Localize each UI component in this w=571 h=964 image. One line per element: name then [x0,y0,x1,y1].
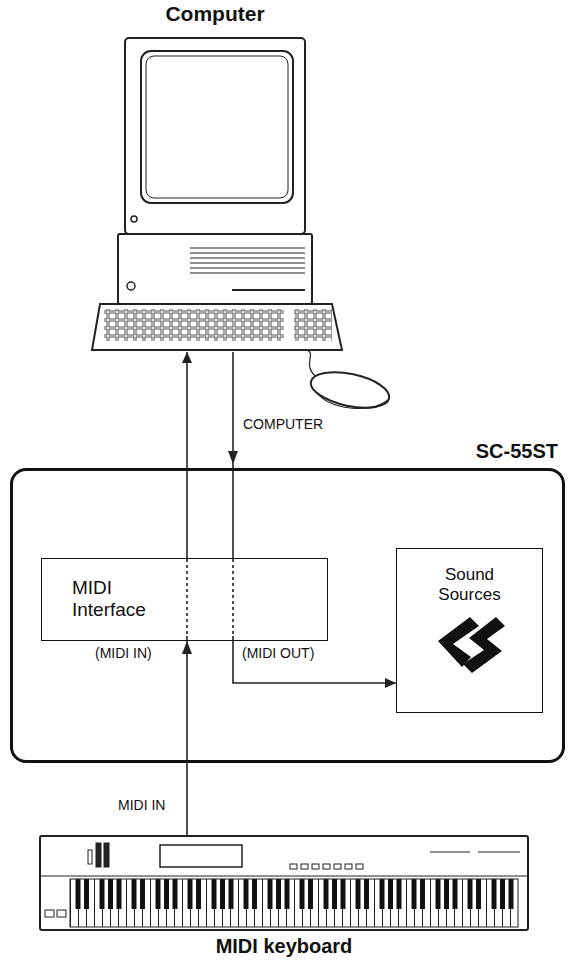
computer-illustration [92,38,392,414]
node-text: Sound Sources [438,565,500,604]
port-label: (MIDI IN) [93,645,154,661]
dotted-path [232,559,234,635]
node-text: SC-55ST [476,440,558,463]
midi-keyboard-illustration [40,836,528,930]
sound-source-box: Sound Sources [396,548,543,713]
arrowhead [182,641,192,654]
port-label: (MIDI OUT) [240,645,316,661]
gs-logo [438,617,505,673]
line-mask [229,558,238,636]
signal-label: COMPUTER [241,416,325,432]
node-text: Computer [90,2,340,26]
node-text: MIDI Interface [72,577,146,621]
node-text: MIDI keyboard [38,935,530,958]
signal-arrow [233,352,396,683]
signal-label: MIDI IN [116,797,167,813]
keyboard-node: MIDI keyboard [38,835,530,932]
interface-box: MIDI Interface [41,558,328,641]
device-housing: MIDI InterfaceSound SourcesSC-55ST [10,468,565,763]
line-mask [183,558,192,636]
dotted-path [186,559,188,635]
computer-node: Computer [90,0,400,352]
arrowhead [228,451,238,464]
